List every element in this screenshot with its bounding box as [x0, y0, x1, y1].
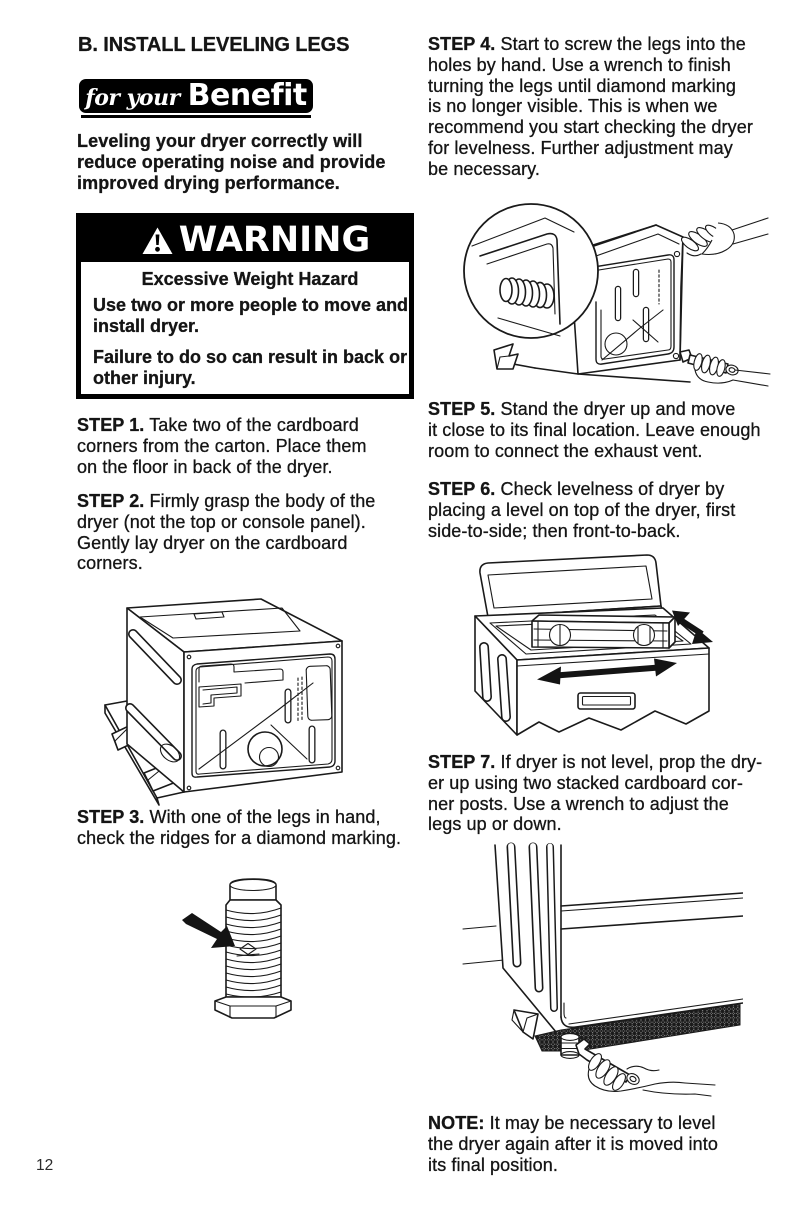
badge-underline: [81, 115, 311, 118]
step-4-label: STEP 4.: [428, 34, 496, 54]
step-5-label: STEP 5.: [428, 399, 496, 419]
warning-hazard-title: Excessive Weight Hazard: [141, 269, 359, 289]
warning-text-2: Failure to do so can result in back or o…: [93, 347, 408, 388]
step-3-paragraph: STEP 3. With one of the legs in hand, ch…: [77, 807, 423, 849]
badge-script-text: for your: [85, 85, 180, 111]
note-text: It may be necessary to level the dryer a…: [428, 1113, 718, 1175]
step-5-paragraph: STEP 5. Stand the dryer up and move it c…: [428, 399, 768, 461]
dryer-on-cardboard-illustration: [104, 598, 343, 806]
leveling-leg-illustration: [182, 878, 292, 1019]
intro-paragraph: Leveling your dryer correctly will reduc…: [77, 131, 386, 193]
step-7-label: STEP 7.: [428, 752, 496, 772]
page-number: 12: [36, 1157, 54, 1174]
section-heading: B. INSTALL LEVELING LEGS: [78, 34, 350, 56]
step-3-text: With one of the legs in hand, check the …: [77, 807, 402, 848]
screw-in-legs-illustration: [463, 203, 771, 387]
step-5-text: Stand the dryer up and move it close to …: [428, 399, 761, 461]
for-your-benefit-badge: for your Benefit: [79, 79, 313, 113]
warning-triangle-icon: [142, 227, 173, 254]
step-1-label: STEP 1.: [77, 415, 145, 435]
note-label: NOTE:: [428, 1113, 485, 1133]
step-2-text: Firmly grasp the body of the dryer (not …: [77, 491, 376, 574]
wrench-adjust-leg-illustration: [462, 842, 743, 1097]
note-paragraph: NOTE: It may be necessary to level the d…: [428, 1113, 768, 1175]
step-2-label: STEP 2.: [77, 491, 145, 511]
step-6-text: Check levelness of dryer by placing a le…: [428, 479, 736, 541]
step-1-paragraph: STEP 1. Take two of the cardboard corner…: [77, 415, 423, 477]
warning-box: WARNING Excessive Weight Hazard Use two …: [76, 213, 414, 399]
warning-title: WARNING: [178, 220, 371, 260]
step-3-label: STEP 3.: [77, 807, 145, 827]
level-on-dryer-illustration: [474, 554, 713, 736]
warning-text-1: Use two or more people to move and insta…: [93, 295, 409, 336]
step-7-paragraph: STEP 7. If dryer is not level, prop the …: [428, 752, 768, 835]
badge-word-text: Benefit: [187, 78, 308, 113]
step-2-paragraph: STEP 2. Firmly grasp the body of the dry…: [77, 491, 423, 574]
step-6-label: STEP 6.: [428, 479, 496, 499]
warning-header: WARNING: [81, 218, 409, 262]
step-6-paragraph: STEP 6. Check levelness of dryer by plac…: [428, 479, 768, 541]
step-7-text: If dryer is not level, prop the dry- er …: [428, 752, 763, 835]
step-4-paragraph: STEP 4. Start to screw the legs into the…: [428, 34, 768, 180]
step-1-text: Take two of the cardboard corners from t…: [77, 415, 367, 477]
step-4-text: Start to screw the legs into the holes b…: [428, 34, 753, 179]
